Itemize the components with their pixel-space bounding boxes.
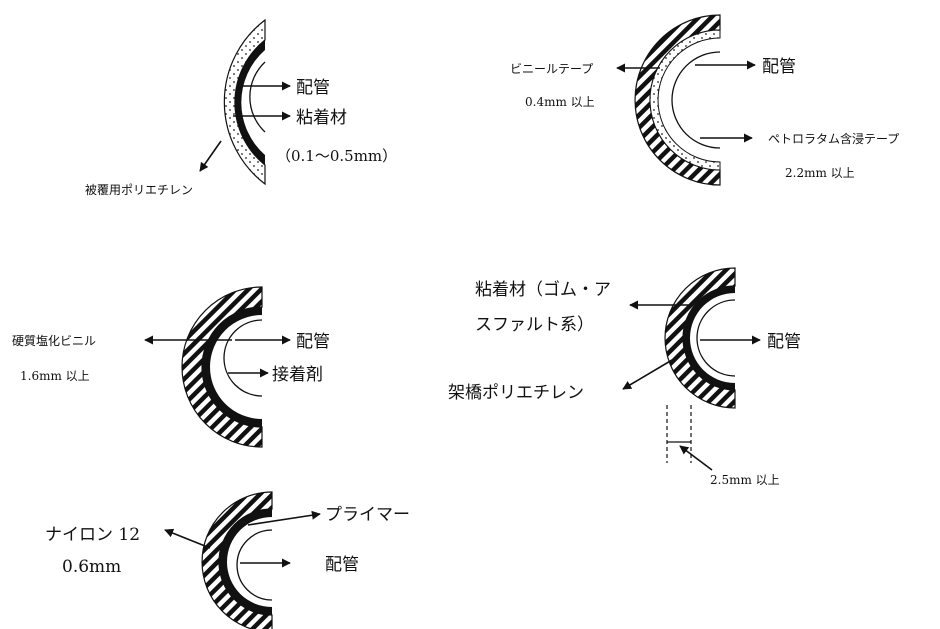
nylon-thickness-label: 0.6mm (62, 557, 121, 577)
pipe-label: 配管 (296, 78, 330, 98)
vinyl-tape-layer (634, 14, 721, 186)
adhesive-layer (234, 40, 265, 165)
adhesive-label-line1: 粘着材（ゴム・ア (475, 279, 611, 300)
petrolatum-tape-label: ペトロラタム含浸テープ (768, 131, 899, 146)
adhesive-layer (683, 286, 735, 390)
pipe-inner-line (236, 529, 273, 601)
vinyl-thickness-label: 0.4mm 以上 (525, 95, 595, 109)
nylon-label: ナイロン 12 (45, 525, 140, 545)
pipe-cross-section (181, 286, 263, 448)
pe-thickness-label: 2.5mm 以上 (710, 473, 780, 487)
vinyl-tape-label: ビニールテープ (510, 62, 593, 76)
crosslinked-pe-arrow (622, 359, 673, 390)
pipe-inner-line (671, 51, 721, 149)
pipe-label: 配管 (325, 555, 359, 575)
pipe-inner-line (696, 299, 736, 377)
diagram-polyethylene-coated: 配管 粘着材 （0.1～0.5mm） 被覆用ポリエチレン (85, 18, 397, 197)
petrolatum-tape-layer (649, 29, 721, 171)
thickness-arrow (679, 445, 713, 471)
crosslinked-pe-label: 架橋ポリエチレン (448, 383, 584, 403)
pipe-label: 配管 (762, 57, 796, 77)
diagram-crosslinked-pe-coated: 粘着材（ゴム・ア スファルト系） 配管 架橋ポリエチレン 2.5mm 以上 (448, 267, 801, 487)
rigid-pvc-label: 硬質塩化ビニル (12, 333, 96, 348)
bonding-agent-layer (202, 307, 262, 427)
pipe-cross-section (201, 491, 273, 629)
petrolatum-thickness-label: 2.2mm 以上 (785, 166, 855, 180)
adhesive-thickness-label: （0.1～0.5mm） (276, 147, 397, 165)
coating-label: 被覆用ポリエチレン (85, 183, 193, 197)
pipe-cross-section (664, 267, 736, 409)
pipe-label: 配管 (296, 332, 330, 352)
nylon-arrow (164, 528, 211, 549)
coating-arrow (199, 140, 222, 172)
pipe-cross-section (634, 14, 721, 186)
primer-arrow (247, 510, 321, 526)
pvc-thickness-label: 1.6mm 以上 (20, 369, 90, 383)
primer-label: プライマー (325, 505, 410, 525)
bonding-agent-label: 接着剤 (272, 365, 323, 385)
diagram-nylon-coated: プライマー ナイロン 12 0.6mm 配管 (45, 491, 410, 629)
primer-layer (219, 509, 272, 615)
pipe-inner-line (249, 61, 266, 133)
pipe-cross-section (223, 18, 266, 186)
diagram-tape-wrapped: ビニールテープ 0.4mm 以上 配管 ペトロラタム含浸テープ 2.2mm 以上 (510, 14, 899, 186)
adhesive-label: 粘着材 (296, 108, 347, 128)
adhesive-label-line2: スファルト系） (475, 315, 594, 335)
pipe-inner-line (223, 319, 263, 397)
diagram-pvc-coated: 硬質塩化ビニル 1.6mm 以上 配管 接着剤 (12, 286, 330, 448)
pipe-label: 配管 (767, 332, 801, 352)
